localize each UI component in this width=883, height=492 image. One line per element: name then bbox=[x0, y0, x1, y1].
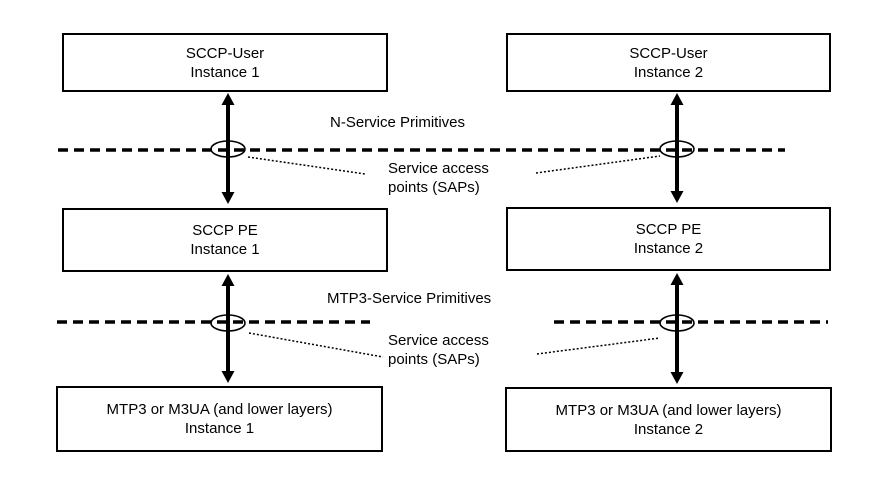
box-title: SCCP PE bbox=[192, 222, 258, 239]
label-n-service-primitives: N-Service Primitives bbox=[330, 114, 466, 131]
box-sccp-user-instance-2: SCCP-User Instance 2 bbox=[506, 33, 831, 92]
box-instance: Instance 2 bbox=[633, 240, 704, 257]
box-mtp3-instance-2: MTP3 or M3UA (and lower layers) Instance… bbox=[505, 387, 832, 452]
sap-leader-line-top-right bbox=[535, 155, 661, 174]
label-mtp3-service-primitives: MTP3-Service Primitives bbox=[327, 290, 492, 307]
box-title: MTP3 or M3UA (and lower layers) bbox=[106, 401, 333, 418]
box-title: SCCP-User bbox=[629, 44, 708, 62]
sap-leader-line-bottom-left bbox=[248, 332, 384, 358]
box-sccp-pe-instance-1: SCCP PE Instance 1 bbox=[62, 208, 388, 272]
sap-ellipse-bottom-left bbox=[210, 314, 246, 332]
double-arrow-sccp-pe1-mtp3-1 bbox=[221, 274, 235, 383]
double-arrow-sccp-user2-sccp-pe2 bbox=[670, 93, 684, 203]
box-title: SCCP-User bbox=[185, 44, 265, 62]
label-sap-bottom: Service access points (SAPs) bbox=[388, 331, 489, 369]
sap-ellipse-bottom-right bbox=[659, 314, 695, 332]
box-instance: Instance 1 bbox=[190, 241, 260, 258]
box-instance: Instance 1 bbox=[190, 63, 260, 81]
box-mtp3-instance-1: MTP3 or M3UA (and lower layers) Instance… bbox=[56, 386, 383, 452]
label-sap-bottom-line2: points (SAPs) bbox=[388, 351, 480, 368]
label-sap-top-line2: points (SAPs) bbox=[388, 179, 480, 196]
box-title: SCCP PE bbox=[635, 221, 702, 238]
double-arrow-sccp-user1-sccp-pe1 bbox=[221, 93, 235, 204]
box-instance: Instance 2 bbox=[633, 420, 704, 438]
sap-ellipse-top-left bbox=[210, 140, 246, 158]
box-instance: Instance 2 bbox=[633, 63, 704, 81]
box-sccp-pe-instance-2: SCCP PE Instance 2 bbox=[506, 207, 831, 271]
label-sap-top-line1: Service access bbox=[388, 160, 489, 177]
label-sap-top: Service access points (SAPs) bbox=[388, 159, 489, 197]
box-instance: Instance 1 bbox=[184, 420, 255, 437]
box-sccp-user-instance-1: SCCP-User Instance 1 bbox=[62, 33, 388, 92]
double-arrow-sccp-pe2-mtp3-2 bbox=[670, 273, 684, 384]
sap-leader-line-top-left bbox=[247, 156, 366, 175]
sap-leader-line-bottom-right bbox=[536, 337, 661, 355]
sap-ellipse-top-right bbox=[659, 140, 695, 158]
box-title: MTP3 or M3UA (and lower layers) bbox=[555, 401, 782, 419]
label-sap-bottom-line1: Service access bbox=[388, 332, 489, 349]
